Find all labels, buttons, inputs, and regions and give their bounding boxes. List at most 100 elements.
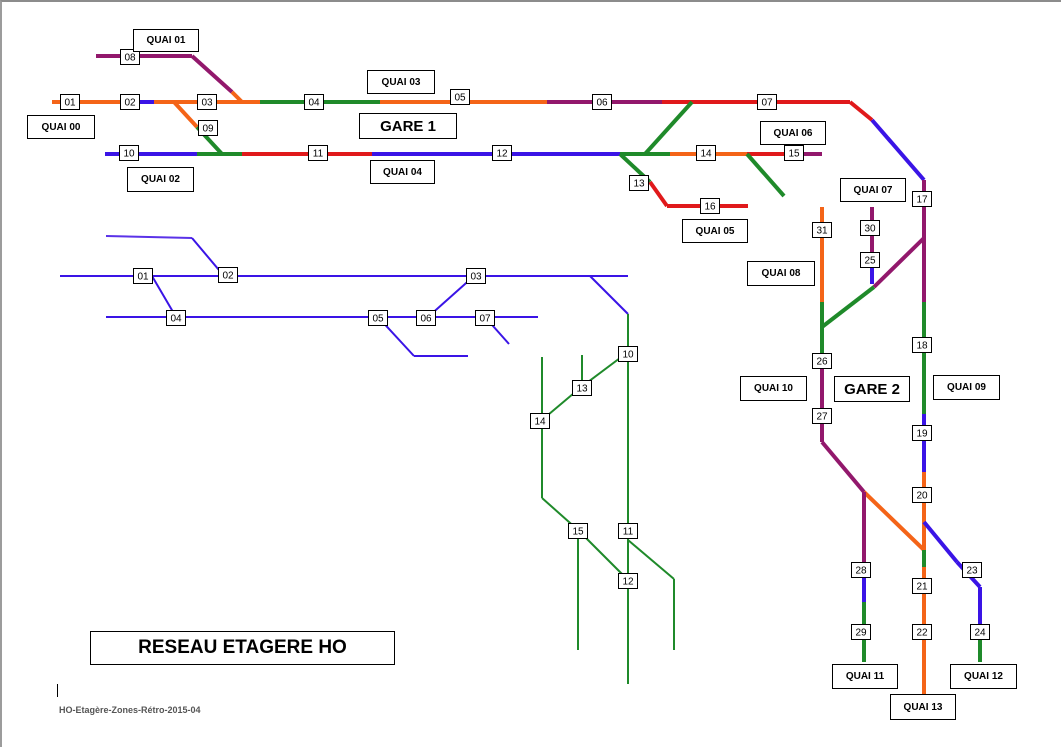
label-quai-03: QUAI 03: [367, 70, 435, 94]
node-box: [166, 310, 186, 326]
track-node: 12: [618, 573, 638, 589]
node-box: [60, 94, 80, 110]
track-node: 18: [912, 337, 932, 353]
node-box: [133, 268, 153, 284]
label-gare-1: GARE 1: [359, 113, 457, 139]
label-quai-07: QUAI 07: [840, 178, 906, 202]
node-number: 10: [622, 350, 634, 361]
node-box: [851, 562, 871, 578]
track-segment: [105, 235, 193, 239]
node-number: 01: [64, 98, 76, 109]
node-box: [475, 310, 495, 326]
track-node: 13: [572, 380, 592, 396]
node-box: [970, 624, 990, 640]
track-node: 05: [368, 310, 388, 326]
node-box: [304, 94, 324, 110]
node-number: 13: [576, 384, 588, 395]
node-box: [851, 624, 871, 640]
track-node: 27: [812, 408, 832, 424]
node-box: [812, 408, 832, 424]
track-node: 20: [912, 487, 932, 503]
node-box: [466, 268, 486, 284]
track-node: 05: [450, 89, 470, 105]
track-node: 31: [812, 222, 832, 238]
node-box: [912, 191, 932, 207]
track-node: 22: [912, 624, 932, 640]
track-node: 06: [592, 94, 612, 110]
node-number: 27: [816, 412, 828, 423]
label-quai-08: QUAI 08: [747, 261, 815, 286]
node-box: [618, 346, 638, 362]
node-box: [568, 523, 588, 539]
node-number: 17: [916, 195, 928, 206]
track-node: 17: [912, 191, 932, 207]
label-quai-00: QUAI 00: [27, 115, 95, 139]
track-node: 11: [308, 145, 328, 161]
track-node: 12: [492, 145, 512, 161]
track-node: 03: [466, 268, 486, 284]
track-node: 16: [700, 198, 720, 214]
track-node: 09: [198, 120, 218, 136]
node-box: [912, 487, 932, 503]
track-node: 23: [962, 562, 982, 578]
node-number: 02: [222, 271, 234, 282]
track-segment: [627, 539, 675, 580]
node-box: [618, 573, 638, 589]
node-number: 12: [622, 577, 634, 588]
node-box: [860, 252, 880, 268]
track-segment: [870, 118, 926, 182]
node-number: 15: [788, 149, 800, 160]
label-gare-2: GARE 2: [834, 376, 910, 402]
track-node: 02: [218, 267, 238, 283]
label-quai-02: QUAI 02: [127, 167, 194, 192]
node-number: 11: [313, 149, 324, 160]
track-node: 15: [568, 523, 588, 539]
node-box: [416, 310, 436, 326]
track-node: 25: [860, 252, 880, 268]
label-quai-04: QUAI 04: [370, 160, 435, 184]
node-number: 29: [855, 628, 867, 639]
node-box: [530, 413, 550, 429]
node-box: [572, 380, 592, 396]
track-segment: [190, 54, 234, 94]
node-box: [450, 89, 470, 105]
track-node: 19: [912, 425, 932, 441]
track-node: 11: [618, 523, 638, 539]
label-quai-05: QUAI 05: [682, 219, 748, 243]
node-number: 26: [816, 357, 828, 368]
track-node: 06: [416, 310, 436, 326]
track-segment: [820, 440, 866, 494]
track-node: 13: [629, 175, 649, 191]
track-node: 03: [197, 94, 217, 110]
track-node: 29: [851, 624, 871, 640]
node-number: 25: [864, 256, 876, 267]
node-number: 07: [761, 98, 773, 109]
node-box: [696, 145, 716, 161]
track-segment: [589, 275, 629, 315]
node-box: [197, 94, 217, 110]
track-node: 08: [120, 49, 140, 65]
node-number: 14: [700, 149, 712, 160]
node-box: [757, 94, 777, 110]
node-number: 04: [170, 314, 182, 325]
node-box: [368, 310, 388, 326]
track-node: 07: [757, 94, 777, 110]
node-box: [218, 267, 238, 283]
track-segment: [872, 236, 926, 289]
track-segment: [820, 285, 876, 329]
node-box: [962, 562, 982, 578]
node-number: 20: [916, 491, 928, 502]
track-segment: [862, 490, 926, 552]
label-quai-06: QUAI 06: [760, 121, 826, 145]
node-box: [812, 353, 832, 369]
node-box: [618, 523, 638, 539]
node-number: 05: [454, 93, 466, 104]
track-segment: [745, 152, 786, 198]
node-number: 07: [479, 314, 491, 325]
diagram-title: RESEAU ETAGERE HO: [90, 631, 395, 665]
node-number: 19: [916, 429, 928, 440]
label-quai-12: QUAI 12: [950, 664, 1017, 689]
label-quai-13: QUAI 13: [890, 694, 956, 720]
text-cursor: [57, 684, 58, 697]
node-number: 05: [372, 314, 384, 325]
